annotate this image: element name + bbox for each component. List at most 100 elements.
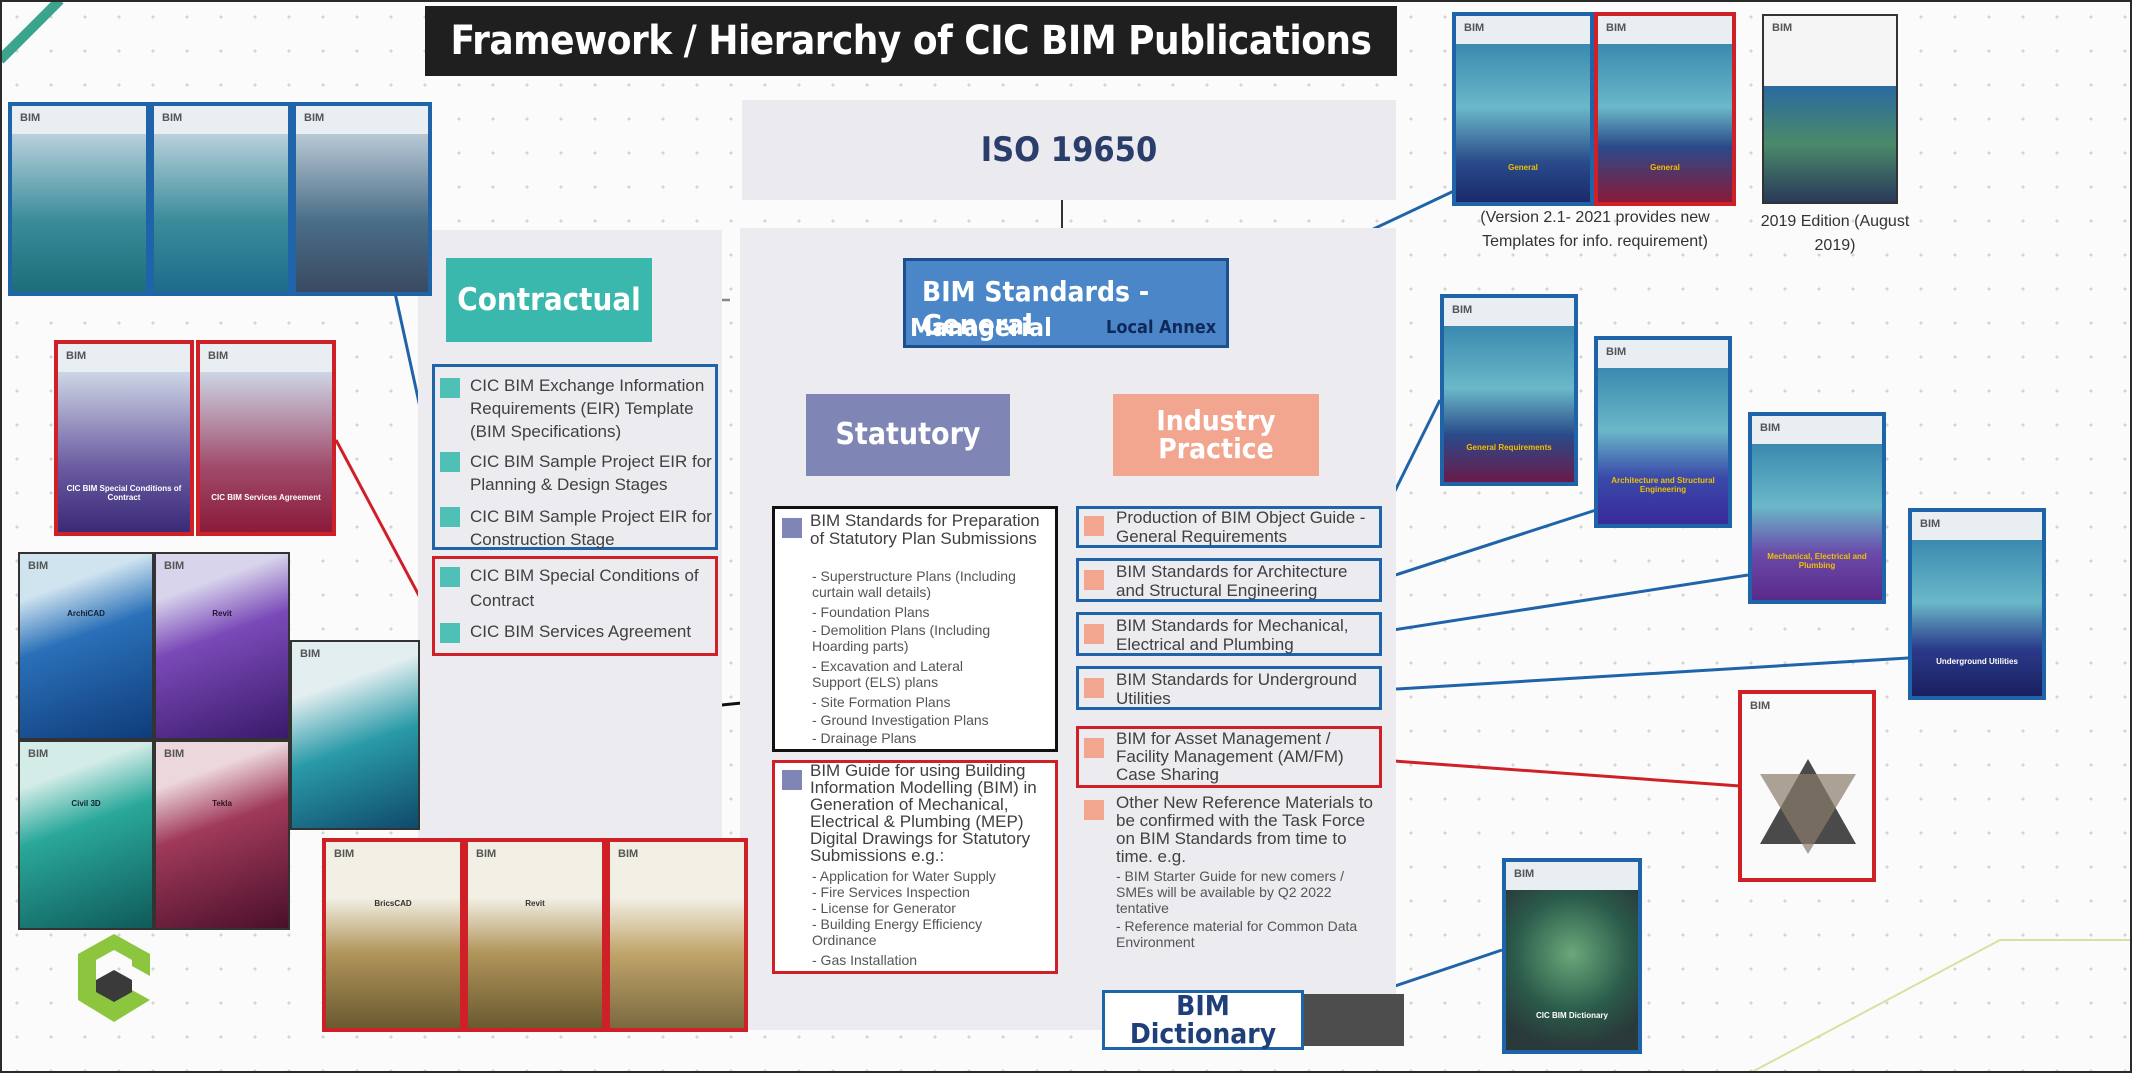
- mep-sub-5: - Gas Installation: [812, 952, 918, 968]
- cover-title: CIC BIM Services Agreement: [211, 493, 321, 502]
- other-sub-2: - Reference material for Common Data Env…: [1116, 918, 1358, 950]
- bim-logo: BIM: [1464, 22, 1485, 34]
- contractual-box: Contractual: [446, 258, 652, 342]
- mep-sub-2: - Fire Services Inspection: [812, 884, 970, 900]
- other-sub-1: - BIM Starter Guide for new comers / SME…: [1116, 868, 1344, 916]
- bim-logo: BIM: [304, 112, 325, 124]
- cover-revit: BIM Revit: [154, 552, 290, 740]
- bim-logo: BIM: [1452, 304, 1473, 316]
- industry-item-amfm: BIM for Asset Management / Facility Mana…: [1116, 729, 1344, 784]
- cover-title: ArchiCAD: [67, 609, 105, 618]
- bim-standards-general-label: BIM Standards - General: [922, 275, 1150, 341]
- contractual-red-group: [432, 556, 718, 656]
- industry-item-mep: BIM Standards for Mechanical, Electrical…: [1116, 616, 1349, 654]
- bim-logo: BIM: [1514, 868, 1535, 880]
- statutory-main-label: BIM Standards for Preparation of Statuto…: [810, 511, 1040, 548]
- mep-sub-4: - Building Energy Efficiency Ordinance: [812, 916, 983, 948]
- bim-logo: BIM: [1760, 422, 1781, 434]
- page-title: Framework / Hierarchy of CIC BIM Publica…: [425, 6, 1397, 76]
- contractual-item-planning: CIC BIM Sample Project EIR for Planning …: [470, 452, 712, 494]
- bullet-square: [1084, 570, 1104, 590]
- contractual-item-construction: CIC BIM Sample Project EIR for Construct…: [470, 507, 712, 549]
- cic-logo-icon: [78, 934, 150, 1022]
- bim-logo: BIM: [208, 350, 229, 362]
- cover-tekla: BIM Tekla: [154, 740, 290, 930]
- bullet-square: [440, 507, 460, 527]
- industry-item-box-mep: [1076, 612, 1382, 656]
- cover-title: BricsCAD: [374, 899, 412, 908]
- bim-logo: BIM: [1606, 22, 1627, 34]
- statutory-sub-3: - Demolition Plans (Including Hoarding p…: [812, 622, 991, 654]
- cover-civil3d: BIM Civil 3D: [18, 740, 154, 930]
- contractual-item-services: CIC BIM Services Agreement: [470, 622, 692, 641]
- bim-logo: BIM: [1920, 518, 1941, 530]
- contractual-blue-group: [432, 364, 718, 550]
- mep-group: [772, 760, 1058, 974]
- cover-special-conditions: BIM CIC BIM Special Conditions of Contra…: [54, 340, 194, 536]
- bim-logo: BIM: [1772, 22, 1793, 34]
- bim-logo: BIM: [334, 848, 355, 860]
- bim-logo: BIM: [66, 350, 87, 362]
- cover-title: Tekla: [212, 799, 232, 808]
- statutory-sub-5: - Site Formation Plans: [812, 694, 951, 710]
- edition-caption: 2019 Edition (August 2019): [1760, 213, 1910, 254]
- cover-title: General Requirements: [1466, 443, 1552, 452]
- bullet-square: [782, 518, 802, 538]
- industry-item-objects: Production of BIM Object Guide - General…: [1116, 508, 1366, 546]
- contractual-item-special: CIC BIM Special Conditions of Contract: [470, 566, 699, 610]
- statutory-box: Statutory: [806, 394, 1010, 476]
- mep-sub-1: - Application for Water Supply: [812, 868, 996, 884]
- cover-eir-2: BIM: [150, 102, 292, 296]
- amfm-cover-art: [1760, 759, 1856, 854]
- bullet-square: [440, 623, 460, 643]
- cover-title: Underground Utilities: [1936, 657, 2018, 666]
- cover-archicad: BIM ArchiCAD: [18, 552, 154, 740]
- industry-item-box-underground: [1076, 666, 1382, 710]
- cover-mep-revit: BIM Revit: [464, 838, 606, 1032]
- cover-eir-1: BIM: [8, 102, 150, 296]
- statutory-sub-6: - Ground Investigation Plans: [812, 712, 989, 728]
- iso-19650-box: ISO 19650: [742, 100, 1396, 200]
- bullet-square: [1084, 678, 1104, 698]
- industry-item-box-amfm: [1076, 726, 1382, 788]
- statutory-group: [772, 506, 1058, 752]
- mep-main-label: BIM Guide for using Building Information…: [810, 761, 1037, 865]
- industry-item-arch: BIM Standards for Architecture and Struc…: [1116, 562, 1348, 600]
- cover-mep-guide: BIM: [606, 838, 748, 1032]
- bim-dictionary-box: BIM Dictionary: [1102, 990, 1304, 1050]
- local-annex-label: Local Annex: [1106, 317, 1217, 338]
- cover-bim-objects: BIM General Requirements: [1440, 294, 1578, 486]
- cover-title: Architecture and Structural Engineering: [1611, 476, 1715, 494]
- bim-logo: BIM: [164, 748, 185, 760]
- industry-practice-box: Industry Practice: [1113, 394, 1319, 476]
- cover-title: General: [1650, 163, 1680, 172]
- cover-dictionary: BIM CIC BIM Dictionary: [1502, 858, 1642, 1054]
- cover-title: Civil 3D: [71, 799, 101, 808]
- cover-general-blue: BIM General: [1452, 12, 1594, 206]
- industry-item-underground: BIM Standards for Underground Utilities: [1116, 670, 1357, 708]
- bim-logo: BIM: [1606, 346, 1627, 358]
- bim-logo: BIM: [300, 648, 321, 660]
- managerial-label: Managerial: [910, 313, 1052, 342]
- industry-item-other: Other New Reference Materials to be conf…: [1116, 793, 1373, 866]
- cover-arch-structural: BIM Architecture and Structural Engineer…: [1594, 336, 1732, 528]
- cover-mep-standards: BIM Mechanical, Electrical and Plumbing: [1748, 412, 1886, 604]
- cover-underground: BIM Underground Utilities: [1908, 508, 2046, 700]
- cover-mep-bricscad: BIM BricsCAD: [322, 838, 464, 1032]
- bim-logo: BIM: [28, 560, 49, 572]
- bullet-square: [1084, 624, 1104, 644]
- bim-logo: BIM: [618, 848, 639, 860]
- statutory-sub-2: - Foundation Plans: [812, 604, 930, 620]
- bullet-square: [1084, 800, 1104, 820]
- bim-logo: BIM: [20, 112, 41, 124]
- bim-logo: BIM: [476, 848, 497, 860]
- statutory-sub-1: - Superstructure Plans (Including curtai…: [812, 568, 1016, 600]
- industry-item-box-arch: [1076, 558, 1382, 602]
- statutory-sub-4: - Excavation and Lateral Support (ELS) p…: [812, 658, 963, 690]
- cover-amfm: BIM: [1738, 690, 1876, 882]
- cover-title: General: [1508, 163, 1538, 172]
- cover-general-red: BIM General: [1594, 12, 1736, 206]
- cover-services-agreement: BIM CIC BIM Services Agreement: [196, 340, 336, 536]
- cover-title: Mechanical, Electrical and Plumbing: [1767, 552, 1867, 570]
- bim-logo: BIM: [164, 560, 185, 572]
